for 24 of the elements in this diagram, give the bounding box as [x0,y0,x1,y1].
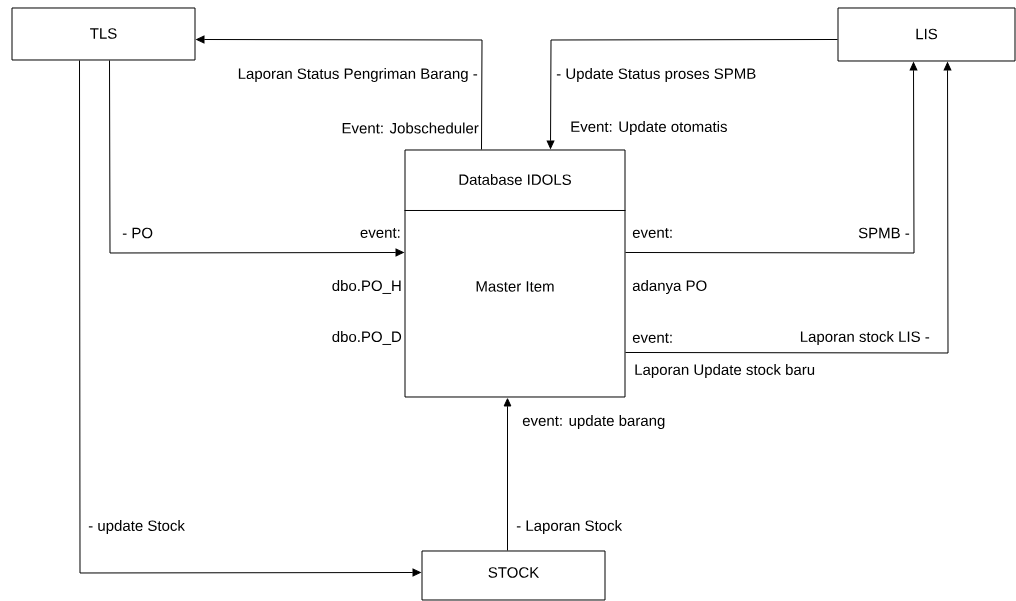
arrow [79,60,421,577]
arrow [109,60,404,257]
arrow [625,62,952,354]
annotation-text: - Update Status proses SPMB [556,68,756,82]
annotation-text: event: update barang [522,415,665,429]
annotation-text: Laporan stock LIS - [800,331,930,345]
annotation-text: Event: Update otomatis [571,121,727,135]
annotation-text: SPMB - [858,227,910,239]
arrow [625,62,918,254]
annotation-text: Laporan Status Pengriman Barang - [238,68,478,82]
system-box: STOCK [421,550,606,601]
annotation-text: event: [360,228,400,238]
annotation-text: - Laporan Stock [516,520,623,534]
arrow [503,398,512,551]
arrow [196,35,483,150]
annotation-text: - update Stock [88,520,185,534]
arrow [546,39,838,149]
annotation-text: Laporan Update stock baru [635,364,815,378]
annotation-text: event: [632,228,672,238]
annotation-text: - PO [122,227,153,239]
system-box: LIS [837,7,1016,62]
annotation-text: Event: Jobscheduler [342,122,479,134]
system-box: TLS [11,7,196,61]
annotation-text: event: [632,333,672,343]
